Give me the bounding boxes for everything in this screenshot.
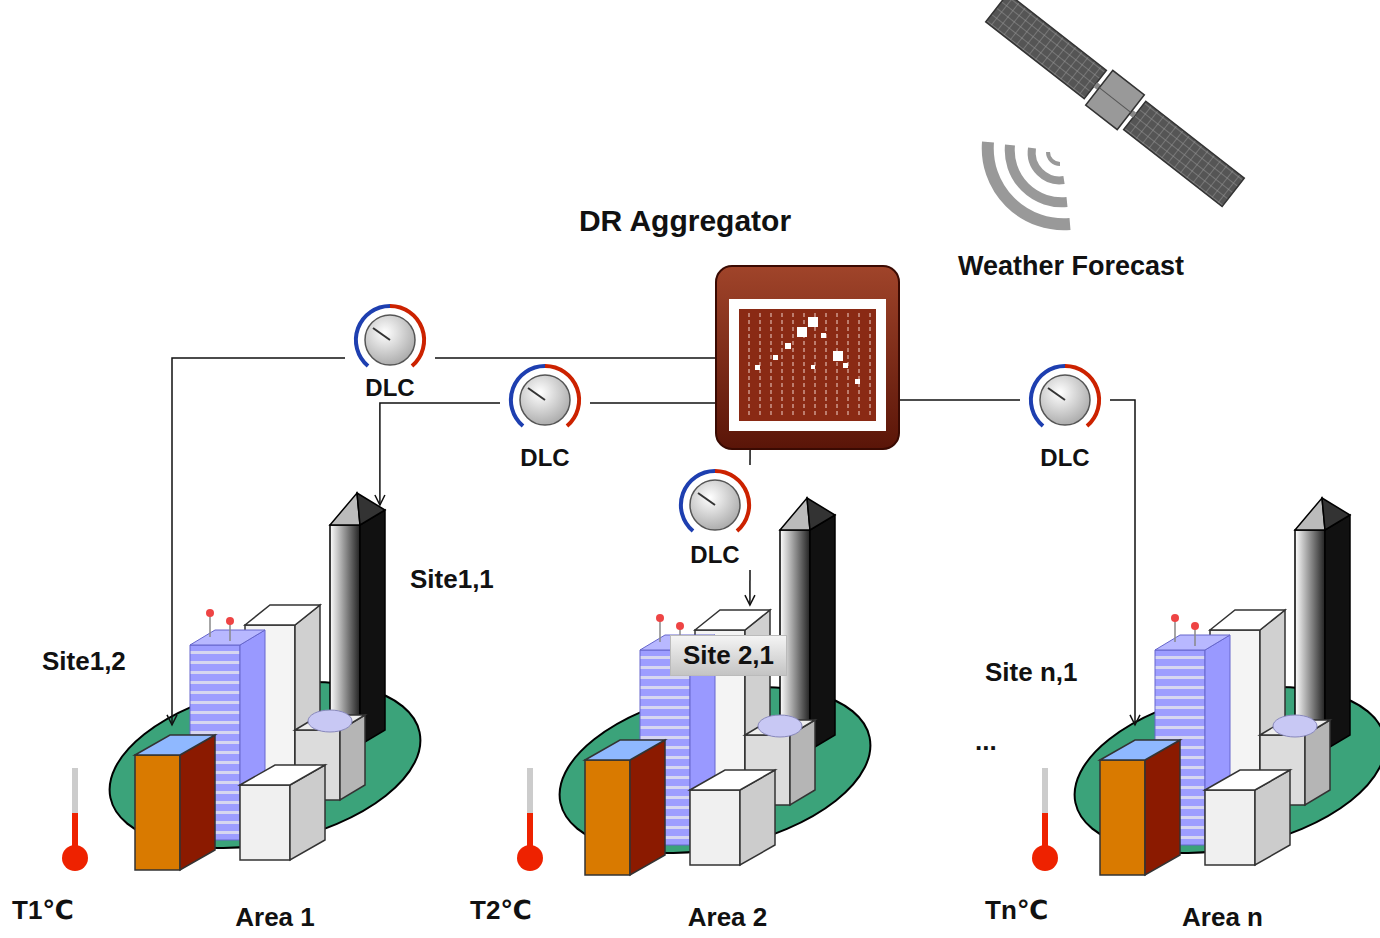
area-region: Area n <box>1070 480 1375 935</box>
site-label: Site1,2 <box>42 646 126 677</box>
dlc-dial: DLC <box>500 360 590 470</box>
temperature-label: T2℃ <box>470 895 532 926</box>
dial-symbol <box>670 465 760 545</box>
connector <box>1110 400 1135 725</box>
node-label: DLC <box>650 541 780 570</box>
node-heading: DR Aggregator <box>515 203 855 239</box>
dlc-dial: DLC <box>670 465 760 570</box>
dial-symbol <box>1020 360 1110 440</box>
node-label: DLC <box>480 444 610 473</box>
node-label: DLC <box>1000 444 1130 473</box>
site-box: Site 2,1 <box>670 635 787 676</box>
ellipsis: ... <box>975 726 997 757</box>
dial-symbol <box>345 300 435 380</box>
connector <box>749 450 751 465</box>
aggregator-box: DR Aggregator <box>715 265 900 450</box>
connector <box>900 399 1020 401</box>
connector <box>590 402 715 404</box>
node-label: DLC <box>325 374 455 403</box>
area-region: Area 1 <box>110 480 440 935</box>
connector <box>749 570 751 605</box>
area-region: Area 2 Site 2,1 <box>565 480 890 935</box>
area-label: Area 1 <box>110 902 440 933</box>
area-label: Area 2 <box>565 902 890 933</box>
connector <box>172 358 345 725</box>
aggregator-icon <box>715 265 900 450</box>
area-label: Area n <box>1070 902 1375 933</box>
connector <box>435 357 715 359</box>
connector <box>380 403 500 505</box>
dlc-dial: DLC <box>1020 360 1110 470</box>
temperature-label: Tn℃ <box>985 895 1048 926</box>
site-label: Site n,1 <box>985 657 1077 688</box>
site-label: Site 2,1 <box>683 640 774 671</box>
caption-text: Weather Forecast <box>958 250 1184 282</box>
temperature-label: T1℃ <box>12 895 74 926</box>
site-label: Site1,1 <box>410 564 494 595</box>
dlc-dial: DLC <box>345 300 435 400</box>
dial-symbol <box>500 360 590 440</box>
